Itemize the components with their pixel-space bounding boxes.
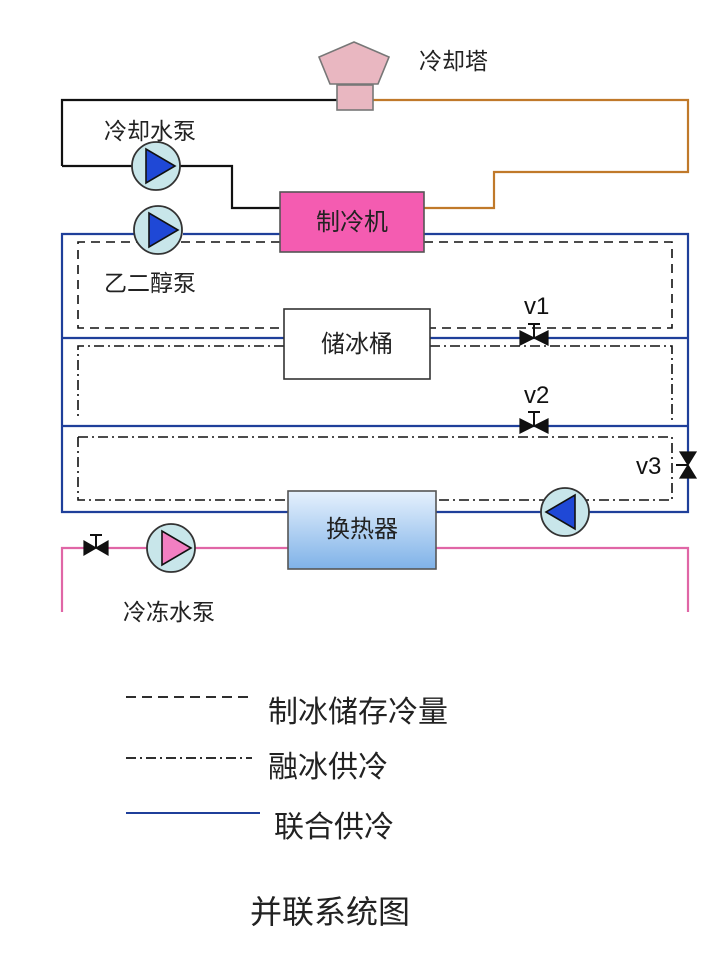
valve-v3-icon[interactable]	[676, 451, 698, 479]
cooling-water-pump-label: 冷却水泵	[104, 119, 196, 145]
valve-v1-icon[interactable]	[519, 323, 549, 346]
cooling-tower-label: 冷却塔	[419, 49, 488, 75]
glycol-pump-icon[interactable]	[133, 205, 183, 255]
cooling-tower	[317, 41, 391, 111]
condenser-loop-black	[60, 98, 340, 210]
heat-exchanger-label: 换热器	[326, 515, 398, 543]
valve-v2-label: v2	[524, 382, 549, 409]
heat-exchanger[interactable]: 换热器	[287, 490, 437, 570]
glycol-pump-label: 乙二醇泵	[104, 271, 196, 297]
valve-v3-label: v3	[636, 453, 661, 480]
chilled-water-pump-label: 冷冻水泵	[123, 600, 215, 626]
chilled-water-valve-icon[interactable]	[83, 534, 109, 557]
cooling-tower-top	[317, 41, 391, 85]
chilled-water-pump-icon[interactable]	[146, 523, 196, 573]
valve-v2-icon[interactable]	[519, 411, 549, 434]
valve-v1-label: v1	[524, 293, 549, 320]
chiller-label: 制冷机	[316, 208, 388, 236]
cooling-tower-base	[336, 84, 374, 111]
chilled-water-loop	[60, 546, 690, 612]
chiller[interactable]: 制冷机	[279, 191, 425, 253]
ice-tank-label: 储冰桶	[321, 330, 393, 358]
combined-cooling-loop	[60, 232, 690, 514]
ice-tank[interactable]: 储冰桶	[283, 308, 431, 380]
diagram-caption: 并联系统图	[250, 893, 410, 931]
legend-ice-melt-label: 融冰供冷	[268, 750, 388, 785]
legend: 制冰储存冷量 融冰供冷 联合供冷	[126, 695, 448, 845]
legend-ice-storage-label: 制冰储存冷量	[268, 695, 448, 730]
cooling-water-pump-icon[interactable]	[131, 141, 181, 191]
glycol-return-pump-icon[interactable]	[540, 487, 590, 537]
ice-storage-path-dashed	[77, 241, 673, 329]
condenser-loop-orange	[373, 98, 690, 210]
legend-combined-label: 联合供冷	[274, 810, 394, 845]
